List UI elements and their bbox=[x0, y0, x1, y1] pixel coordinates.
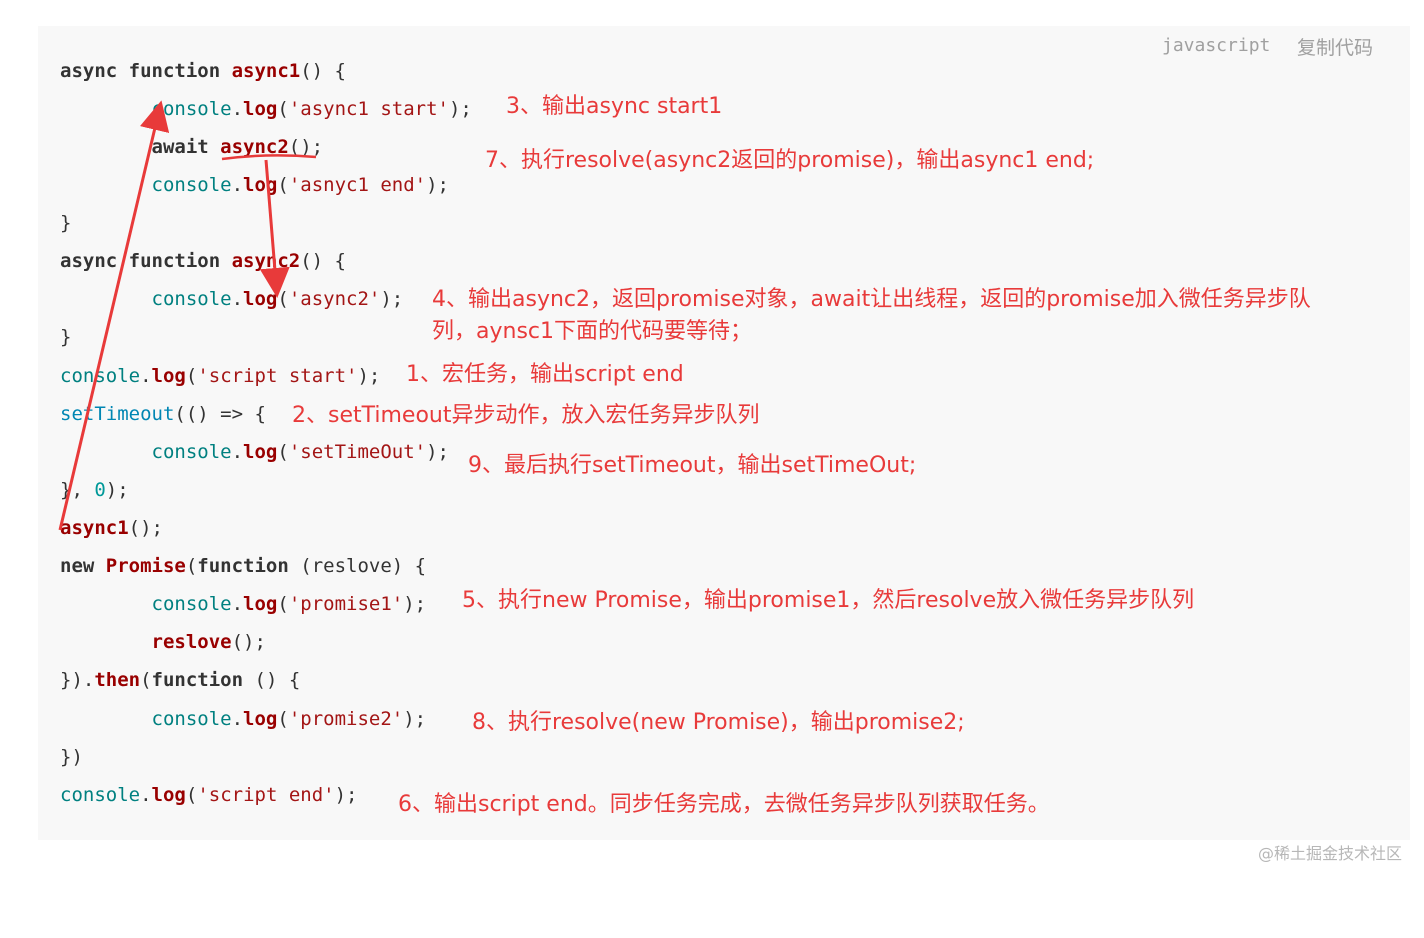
code-line-13: async1(); bbox=[60, 517, 163, 539]
copy-code-button[interactable]: 复制代码 bbox=[1297, 37, 1374, 59]
code-line-2: console.log('async1 start'); bbox=[151, 98, 472, 120]
code-content: async function async1() { console.log('a… bbox=[60, 58, 472, 938]
note-step-1: 1、宏任务，输出script end bbox=[406, 362, 684, 387]
code-line-12: }, 0); bbox=[60, 479, 129, 501]
code-line-17: }).then(function () { bbox=[60, 669, 301, 691]
arrow-async2-to-definition bbox=[259, 159, 290, 298]
annotation-arrows bbox=[58, 100, 317, 531]
note-step-4-line2: 列，aynsc1下面的代码要等待； bbox=[432, 319, 752, 344]
code-line-3: await async2(); bbox=[151, 136, 324, 158]
arrow-async1-call-to-start bbox=[58, 100, 170, 531]
code-line-7: console.log('async2'); bbox=[151, 288, 404, 310]
code-line-9: console.log('script start'); bbox=[60, 365, 381, 387]
note-step-2: 2、setTimeout异步动作，放入宏任务异步队列 bbox=[292, 403, 760, 428]
code-line-1: async function async1() { bbox=[60, 60, 346, 82]
code-line-18: console.log('promise2'); bbox=[151, 708, 427, 730]
code-line-5: } bbox=[60, 212, 72, 234]
note-step-4-line1: 4、输出async2，返回promise对象，await让出线程，返回的prom… bbox=[432, 287, 1311, 312]
watermark: @稀土掘金技术社区 bbox=[1258, 844, 1403, 863]
code-line-6: async function async2() { bbox=[60, 250, 346, 272]
note-step-3: 3、输出async start1 bbox=[506, 94, 723, 119]
code-line-15: console.log('promise1'); bbox=[151, 593, 427, 615]
code-line-11: console.log('setTimeOut'); bbox=[151, 441, 449, 463]
note-step-5: 5、执行new Promise，输出promise1，然后resolve放入微任… bbox=[462, 588, 1195, 613]
code-line-8: } bbox=[60, 326, 72, 348]
note-step-7: 7、执行resolve(async2返回的promise)，输出async1 e… bbox=[485, 148, 1095, 173]
code-line-14: new Promise(function (reslove) { bbox=[60, 555, 427, 577]
note-step-9: 9、最后执行setTimeout，输出setTimeOut; bbox=[468, 453, 917, 478]
note-step-6: 6、输出script end。同步任务完成，去微任务异步队列获取任务。 bbox=[398, 792, 1050, 817]
code-line-20: console.log('script end'); bbox=[60, 784, 358, 806]
note-step-8: 8、执行resolve(new Promise)，输出promise2; bbox=[472, 710, 965, 735]
code-line-19: }) bbox=[60, 746, 83, 768]
code-line-16: reslove(); bbox=[151, 631, 266, 653]
underline-async2 bbox=[221, 154, 317, 161]
language-label: javascript bbox=[1162, 35, 1271, 56]
